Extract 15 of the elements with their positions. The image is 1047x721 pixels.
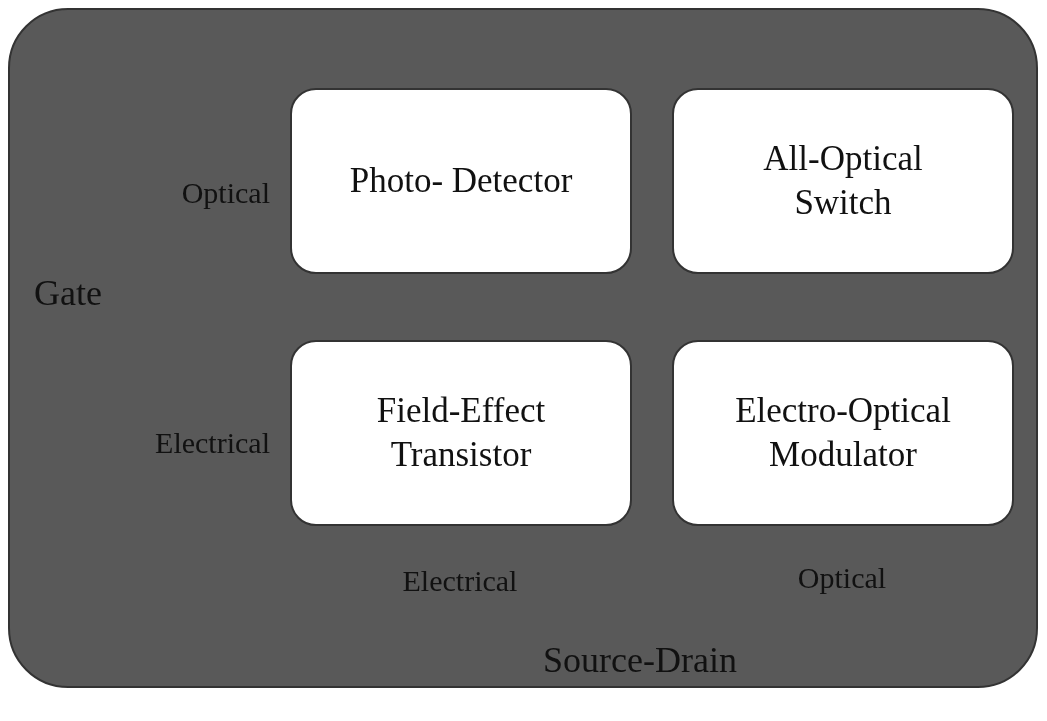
device-box: [290, 88, 632, 274]
axis-label: Source-Drain: [543, 642, 737, 678]
device-box: [672, 340, 1014, 526]
device-name: Photo- Detector: [349, 160, 573, 203]
device-name: All-Optical Switch: [762, 138, 924, 224]
device-box: [672, 88, 1014, 274]
row-label: Optical: [181, 178, 270, 208]
axis-label: Gate: [34, 275, 102, 311]
matrix-panel: [8, 8, 1038, 688]
device-box: [290, 340, 632, 526]
column-label: Electrical: [402, 566, 518, 596]
device-name: Electro-Optical Modulator: [734, 390, 952, 476]
row-label: Electrical: [155, 428, 270, 458]
device-name: Field-Effect Transistor: [375, 390, 547, 476]
column-label: Optical: [797, 563, 887, 593]
